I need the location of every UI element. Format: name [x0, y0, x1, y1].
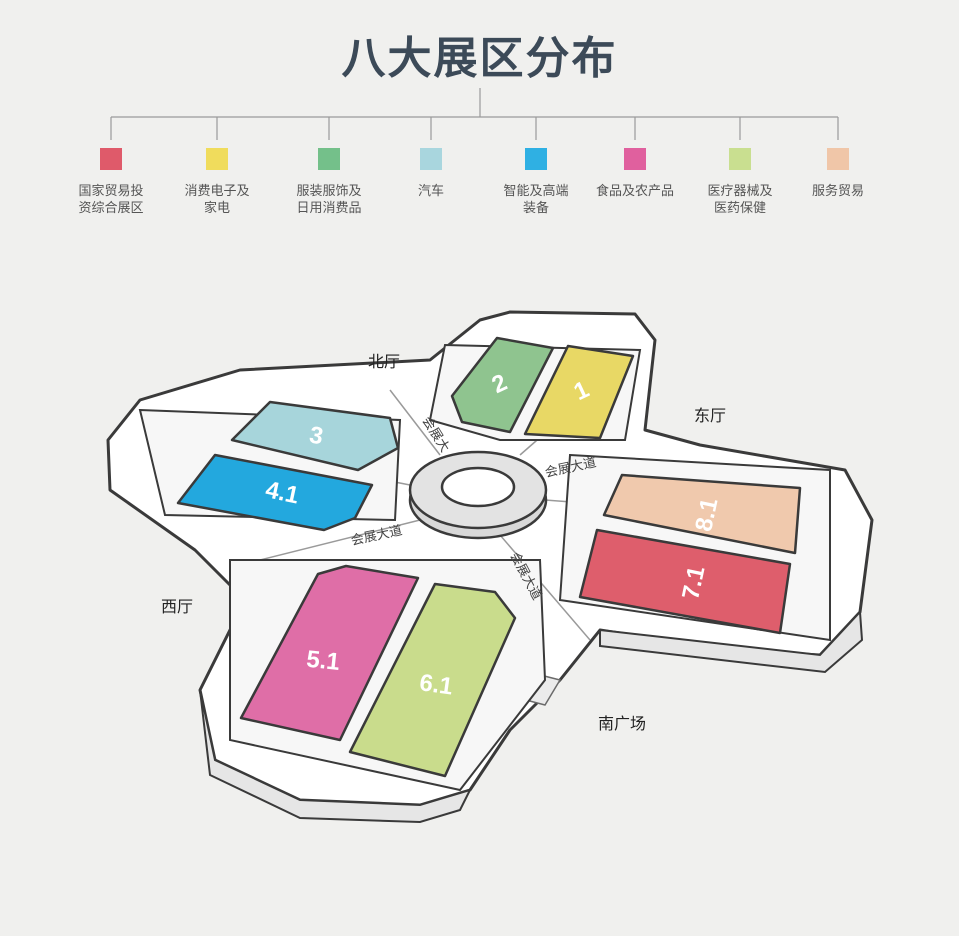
hall-5-1	[239, 564, 420, 742]
legend-label-auto: 汽车	[417, 184, 444, 199]
central-roundabout	[408, 450, 548, 540]
legend-swatch	[318, 148, 340, 170]
hall-label-3: 3	[307, 421, 325, 450]
legend-swatch	[624, 148, 646, 170]
hall-8-1	[602, 473, 802, 555]
legend-swatch	[206, 148, 228, 170]
legend-swatches	[100, 148, 849, 170]
hall-6-1	[348, 582, 517, 778]
legend-swatch	[100, 148, 122, 170]
legend-swatch	[729, 148, 751, 170]
page-title: 八大展区分布	[341, 33, 618, 84]
place-east-hall: 东厅	[694, 406, 727, 425]
legend-swatch	[525, 148, 547, 170]
hall-label-5-1: 5.1	[305, 646, 341, 676]
legend-label-food: 食品及农产品	[595, 184, 674, 199]
legend-label-trade: 国家贸易投 资综合展区	[78, 184, 144, 216]
legend-label-medical: 医疗器械及 医药保健	[707, 184, 773, 216]
hall-1	[523, 344, 635, 440]
legend-label-services: 服务贸易	[811, 184, 864, 199]
hall-7-1	[578, 528, 792, 635]
legend-tree	[100, 88, 849, 170]
hall-2	[450, 336, 555, 434]
legend-label-equipment: 智能及高端 装备	[503, 184, 569, 216]
place-south-plaza: 南广场	[598, 714, 647, 733]
legend-label-electronics: 消费电子及 家电	[184, 184, 250, 216]
place-west-hall: 西厅	[161, 597, 194, 616]
hall-3	[230, 400, 400, 472]
legend-connector-lines	[110, 88, 839, 140]
legend-swatch	[420, 148, 442, 170]
hall-4-1	[176, 453, 374, 532]
place-north-hall: 北厅	[368, 352, 401, 371]
legend-swatch	[827, 148, 849, 170]
hall-label-6-1: 6.1	[418, 669, 455, 700]
legend-label-apparel: 服装服饰及 日用消费品	[296, 184, 362, 216]
